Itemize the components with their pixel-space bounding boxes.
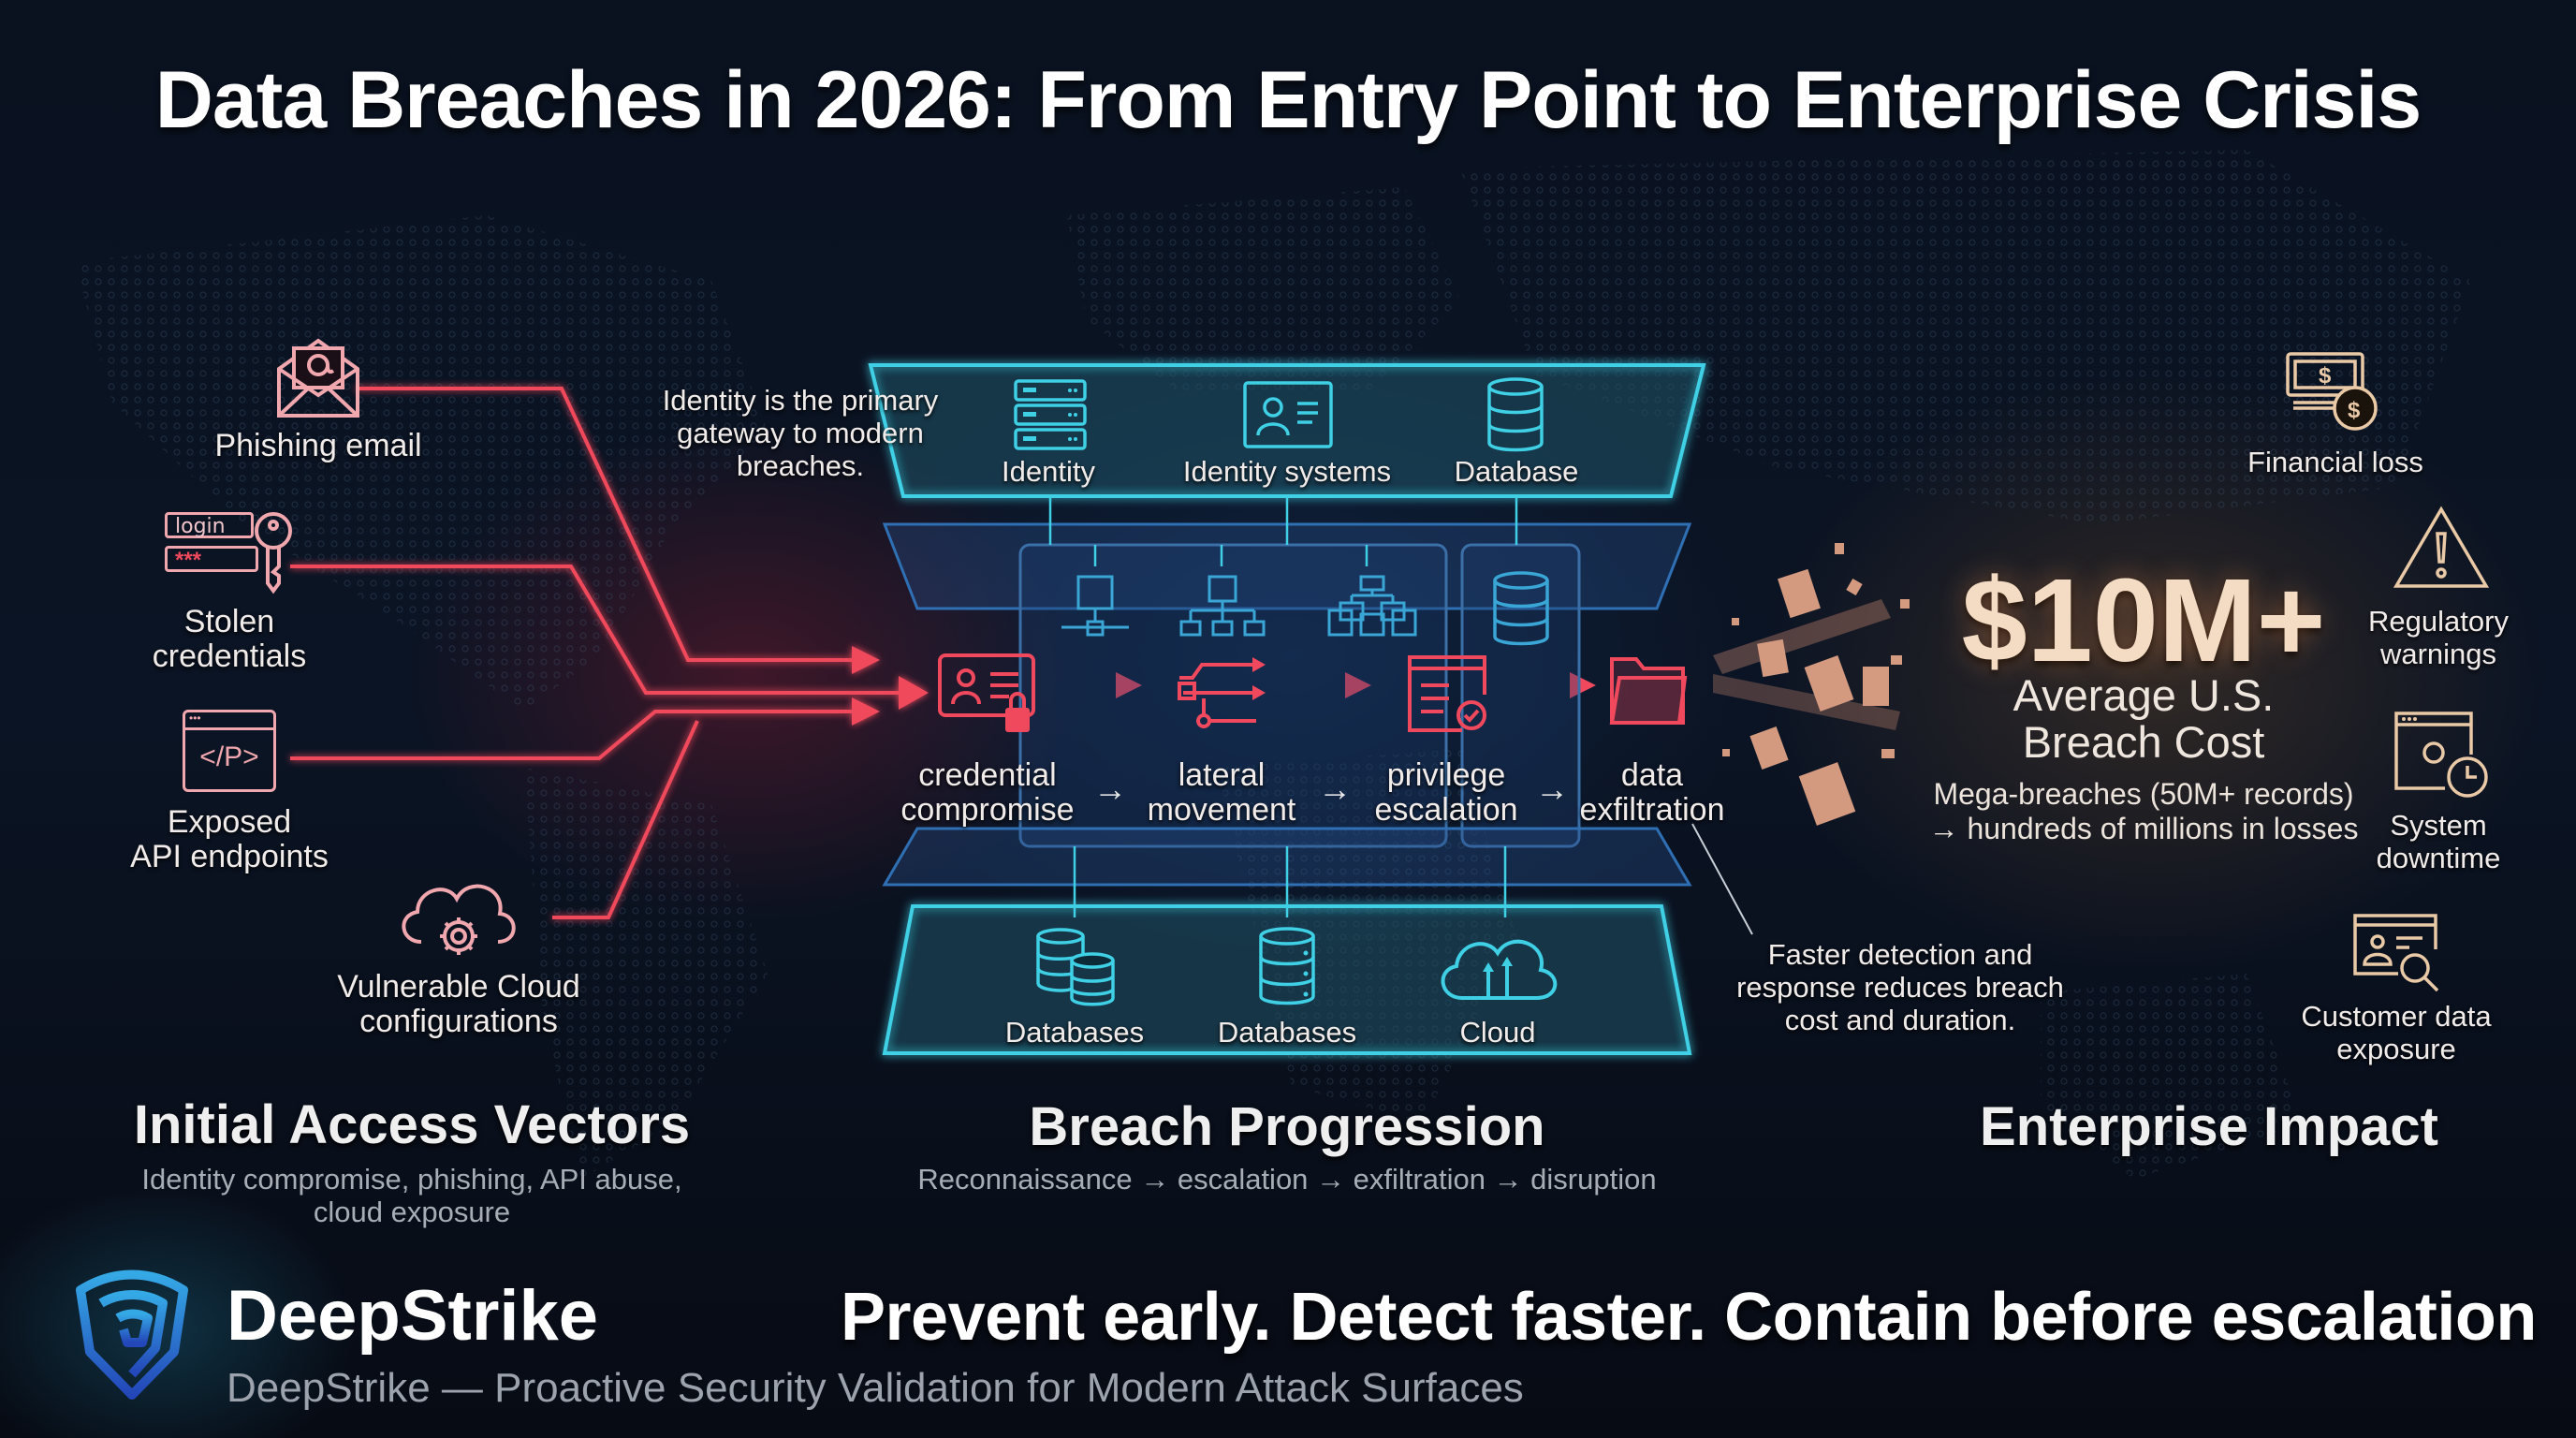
profile-search-icon [2353, 914, 2439, 992]
stage-label-exfiltration: data exfiltration [1579, 757, 1725, 828]
database-icon [1487, 377, 1544, 452]
login-key-icon: login *** [165, 510, 300, 594]
mega-breach-note: Mega-breaches (50M+ records) → hundreds … [1928, 777, 2359, 845]
data-tier [882, 904, 1692, 1055]
svg-text:$: $ [2319, 363, 2332, 389]
enterprise-impact-heading: Enterprise Impact [1980, 1096, 2438, 1157]
databases-icon [1036, 928, 1115, 1006]
warning-triangle-icon [2393, 506, 2490, 588]
stage-arrow-2: → [1318, 770, 1352, 808]
money-coin-icon: $$ [2286, 352, 2378, 431]
vector-label-credentials: Stolen credentials [152, 604, 307, 674]
server-rack-icon [1014, 379, 1087, 450]
impact-label-downtime: System downtime [2376, 809, 2501, 874]
folder-icon [1609, 657, 1688, 725]
database-icon [1259, 927, 1315, 1005]
access-vectors-subtitle: Identity compromise, phishing, API abuse… [141, 1163, 682, 1228]
access-vectors-heading: Initial Access Vectors [133, 1094, 691, 1155]
tier-label-identity-systems: Identity systems [1182, 455, 1392, 488]
breach-cost-label: Average U.S. Breach Cost [2012, 670, 2275, 767]
tier-label-database: Database [1454, 455, 1579, 488]
brand-name: DeepStrike [227, 1276, 599, 1356]
stage-label-lateral: lateral movement [1147, 757, 1296, 828]
tier-label-cloud: Cloud [1459, 1016, 1536, 1049]
stage-arrow-3: → [1535, 770, 1569, 808]
branch-arrows-icon [1178, 657, 1266, 728]
impact-label-financial: Financial loss [2247, 446, 2423, 478]
code-window-icon: ••• </P> [183, 710, 276, 792]
detection-note: Faster detection and response reduces br… [1736, 938, 2064, 1036]
vector-label-api: Exposed API endpoints [130, 804, 329, 874]
hierarchy-icon [1179, 575, 1266, 637]
id-lock-icon [938, 653, 1035, 732]
tier-label-databases-1: Databases [1004, 1016, 1145, 1049]
svg-text:$: $ [2348, 398, 2361, 423]
window-gear-check-icon [1408, 655, 1486, 732]
breach-progression-subtitle: Reconnaissance → escalation → exfiltrati… [917, 1163, 1657, 1196]
stage-label-credential: credential compromise [900, 757, 1075, 828]
deepstrike-shield-logo [76, 1269, 188, 1400]
vector-label-cloud: Vulnerable Cloud configurations [337, 969, 580, 1039]
envelope-at-icon [277, 338, 359, 418]
cloud-gear-icon [402, 884, 516, 955]
brand-tagline: DeepStrike — Proactive Security Validati… [227, 1365, 1524, 1411]
impact-label-regulatory: Regulatory warnings [2368, 605, 2509, 670]
tier-label-identity: Identity [1002, 455, 1095, 488]
panel-database-icon [1493, 571, 1549, 646]
breach-progression-heading: Breach Progression [1029, 1096, 1545, 1157]
tier-label-databases-2: Databases [1217, 1016, 1357, 1049]
device-tree-icon [1327, 575, 1417, 637]
impact-label-customer-data: Customer data exposure [2301, 1000, 2492, 1065]
stage-arrow-1: → [1093, 770, 1127, 808]
database-panel [1460, 543, 1581, 848]
id-card-icon [1243, 381, 1333, 448]
stage-label-privilege: privilege escalation [1374, 757, 1518, 828]
identity-note: Identity is the primary gateway to moder… [662, 384, 939, 482]
page-title: Data Breaches in 2026: From Entry Point … [154, 55, 2422, 145]
vector-label-phishing: Phishing email [214, 428, 422, 463]
window-gear-clock-icon [2394, 712, 2488, 798]
cloud-upload-icon [1441, 939, 1558, 1000]
breach-cost-value: $10M+ [1961, 554, 2326, 686]
slogan: Prevent early. Detect faster. Contain be… [841, 1280, 2537, 1355]
network-node-icon [1061, 575, 1129, 637]
